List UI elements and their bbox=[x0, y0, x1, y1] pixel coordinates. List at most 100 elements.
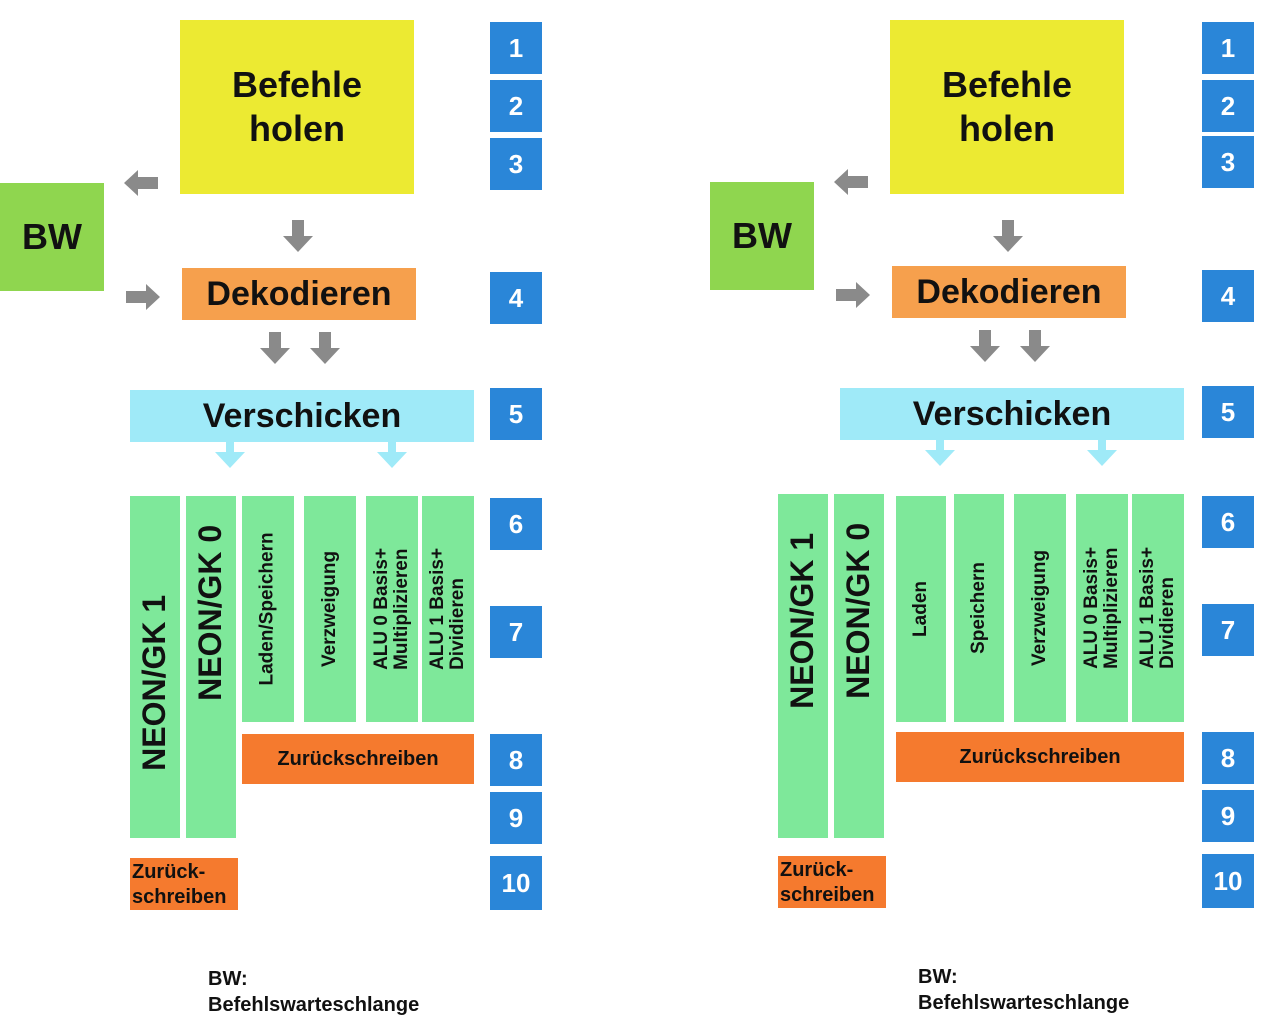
stage-number-badge: 1 bbox=[490, 22, 542, 74]
legend-caption-line2: Befehlswarteschlange bbox=[918, 992, 1130, 1014]
stage-number-label: 9 bbox=[508, 802, 524, 833]
stage-number-label: 3 bbox=[508, 148, 524, 179]
fetch-label-line1: Befehle bbox=[941, 64, 1073, 105]
stage-number-label: 6 bbox=[1220, 506, 1236, 537]
stage-number-badge: 8 bbox=[490, 734, 542, 786]
decode-label: Dekodieren bbox=[916, 272, 1102, 311]
alu-0-label-line1: ALU 0 Basis+ bbox=[1081, 547, 1103, 669]
neon-writeback-line2: schreiben bbox=[780, 884, 875, 906]
alu-0-label-line2: Multiplizieren bbox=[1101, 547, 1123, 669]
fetch-stage-box: Befehle holen bbox=[890, 20, 1124, 194]
alu-0-label-line2: Multiplizieren bbox=[391, 548, 413, 670]
queue-label: BW bbox=[22, 216, 82, 257]
stage-number-label: 3 bbox=[1220, 146, 1236, 177]
arrow-down-cyan-icon bbox=[925, 440, 955, 466]
stage-number-badge: 6 bbox=[1202, 496, 1254, 548]
alu-1-label-line1: ALU 1 Basis+ bbox=[427, 548, 449, 670]
fetch-label-line2: holen bbox=[959, 108, 1055, 149]
stage-number-badge: 1 bbox=[1202, 22, 1254, 74]
alu-1-label-line1: ALU 1 Basis+ bbox=[1137, 547, 1159, 669]
arrow-left-icon bbox=[124, 170, 158, 196]
neon-fpu-1-unit: NEON/GK 1 bbox=[130, 496, 180, 838]
branch-unit: Verzweigung bbox=[1014, 494, 1066, 722]
load-store-unit: Laden/Speichern bbox=[242, 496, 294, 722]
neon-writeback-line1: Zurück- bbox=[132, 861, 206, 883]
stage-number-badge: 6 bbox=[490, 498, 542, 550]
neon-writeback-line2: schreiben bbox=[132, 886, 227, 908]
store-unit: Speichern bbox=[954, 494, 1004, 722]
neon-writeback-box: Zurück- schreiben bbox=[130, 858, 238, 910]
stage-number-badge: 4 bbox=[490, 272, 542, 324]
arrow-right-icon bbox=[836, 282, 870, 308]
stage-number-label: 2 bbox=[508, 90, 524, 121]
load-store-label: Laden/Speichern bbox=[257, 532, 279, 686]
pipeline-diagram-right: Befehle holen BW Dekodieren Verschicken … bbox=[640, 0, 1280, 1032]
stage-number-badge: 2 bbox=[490, 80, 542, 132]
arrow-down-cyan-icon bbox=[1087, 440, 1117, 466]
dispatch-label: Verschicken bbox=[912, 394, 1112, 433]
neon-fpu-0-unit: NEON/GK 0 bbox=[834, 494, 884, 838]
stage-number-label: 2 bbox=[1220, 90, 1236, 121]
branch-label: Verzweigung bbox=[1029, 549, 1051, 667]
neon-writeback-box: Zurück- schreiben bbox=[778, 856, 886, 908]
fetch-stage-box: Befehle holen bbox=[180, 20, 414, 194]
stage-number-badge: 5 bbox=[490, 388, 542, 440]
arrow-down-icon bbox=[993, 220, 1023, 252]
dispatch-label: Verschicken bbox=[202, 396, 402, 435]
stage-number-label: 8 bbox=[508, 744, 524, 775]
alu-1-label-line2: Dividieren bbox=[1157, 577, 1179, 669]
queue-label: BW bbox=[732, 215, 792, 256]
neon-fpu-1-label: NEON/GK 1 bbox=[784, 532, 821, 709]
stage-number-badge: 8 bbox=[1202, 732, 1254, 784]
stage-number-badge: 9 bbox=[490, 792, 542, 844]
writeback-label: Zurückschreiben bbox=[277, 747, 439, 770]
legend-caption: BW: Befehlswarteschlange bbox=[208, 966, 419, 1018]
neon-fpu-0-label: NEON/GK 0 bbox=[840, 522, 877, 699]
alu-0-unit: ALU 0 Basis+ Multiplizieren bbox=[366, 496, 418, 722]
instruction-queue-box: BW bbox=[0, 183, 104, 291]
legend-caption-line1: BW: bbox=[918, 966, 958, 988]
stage-number-badge: 3 bbox=[490, 138, 542, 190]
stage-number-badge: 10 bbox=[1202, 854, 1254, 908]
neon-fpu-0-unit: NEON/GK 0 bbox=[186, 496, 236, 838]
alu-1-label: ALU 1 Basis+ Dividieren bbox=[427, 548, 469, 670]
alu-1-label-line2: Dividieren bbox=[447, 578, 469, 670]
alu-1-unit: ALU 1 Basis+ Dividieren bbox=[422, 496, 474, 722]
stage-number-label: 8 bbox=[1220, 742, 1236, 773]
arrow-right-icon bbox=[126, 284, 160, 310]
instruction-queue-box: BW bbox=[710, 182, 814, 290]
alu-1-unit: ALU 1 Basis+ Dividieren bbox=[1132, 494, 1184, 722]
load-label: Laden bbox=[910, 581, 932, 637]
alu-0-label: ALU 0 Basis+ Multiplizieren bbox=[371, 548, 413, 670]
neon-fpu-1-unit: NEON/GK 1 bbox=[778, 494, 828, 838]
arrow-left-icon bbox=[834, 169, 868, 195]
stage-number-label: 4 bbox=[1220, 280, 1236, 311]
alu-0-label: ALU 0 Basis+ Multiplizieren bbox=[1081, 547, 1123, 669]
stage-number-label: 9 bbox=[1220, 800, 1236, 831]
stage-number-badge: 3 bbox=[1202, 136, 1254, 188]
decode-stage-box: Dekodieren bbox=[182, 268, 416, 320]
stage-number-badge: 7 bbox=[1202, 604, 1254, 656]
stage-number-label: 7 bbox=[1220, 614, 1236, 645]
stage-number-label: 1 bbox=[1220, 32, 1236, 63]
pipeline-diagram-left: Befehle holen BW Dekodieren Verschicken … bbox=[0, 20, 542, 1018]
load-unit: Laden bbox=[896, 496, 946, 722]
stage-number-badge: 7 bbox=[490, 606, 542, 658]
writeback-stage-box: Zurückschreiben bbox=[242, 734, 474, 784]
arrow-down-icon bbox=[260, 332, 290, 364]
arrow-down-cyan-icon bbox=[377, 442, 407, 468]
stage-number-label: 4 bbox=[508, 282, 524, 313]
store-label: Speichern bbox=[968, 562, 990, 654]
decode-stage-box: Dekodieren bbox=[892, 266, 1126, 318]
alu-1-label: ALU 1 Basis+ Dividieren bbox=[1137, 547, 1179, 669]
arrow-down-icon bbox=[970, 330, 1000, 362]
legend-caption-line2: Befehlswarteschlange bbox=[208, 994, 420, 1016]
writeback-stage-box: Zurückschreiben bbox=[896, 732, 1184, 782]
stage-number-label: 7 bbox=[508, 616, 524, 647]
arrow-down-icon bbox=[283, 220, 313, 252]
stage-number-badge: 4 bbox=[1202, 270, 1254, 322]
stage-number-label: 5 bbox=[1220, 396, 1236, 427]
alu-0-unit: ALU 0 Basis+ Multiplizieren bbox=[1076, 494, 1128, 722]
stage-number-label: 6 bbox=[508, 508, 524, 539]
neon-fpu-1-label: NEON/GK 1 bbox=[136, 594, 173, 771]
